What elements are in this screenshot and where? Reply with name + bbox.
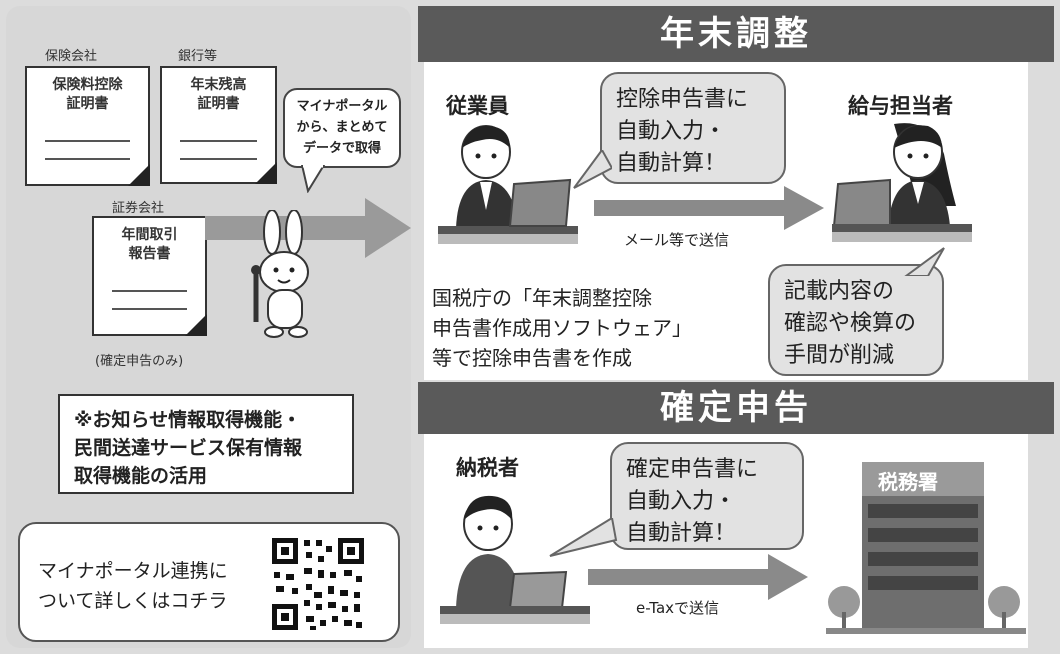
etax-send-arrow-icon bbox=[588, 554, 808, 600]
employee-at-laptop-icon bbox=[438, 125, 578, 244]
insurance-doc-title-2: 証明書 bbox=[66, 96, 109, 112]
payroll-workload-bubble: 記載内容の 確認や検算の 手間が削減 bbox=[768, 264, 944, 376]
mascot-speech-bubble: マイナポータル から、まとめて データで取得 bbox=[283, 88, 401, 168]
tr-bubble-line-3: 自動計算！ bbox=[626, 521, 737, 546]
tax-office-label: 税務署 bbox=[878, 470, 938, 494]
mascot-bubble-line-3: データで取得 bbox=[302, 141, 381, 156]
bank-label: 銀行等 bbox=[178, 49, 218, 64]
page-fold-icon bbox=[185, 314, 207, 336]
myna-portal-link-box[interactable]: マイナポータル連携に ついて詳しくはコチラ bbox=[18, 522, 400, 642]
payroll-staff-icon bbox=[832, 123, 972, 242]
link-text-line-2: ついて詳しくはコチラ bbox=[38, 590, 228, 612]
ye-desc-line-1: 国税庁の「年末調整控除 bbox=[432, 286, 652, 310]
link-text-line-1: マイナポータル連携に bbox=[38, 560, 228, 582]
securities-doc-title-1: 年間取引 bbox=[121, 227, 178, 243]
notice-line-1: ※お知らせ情報取得機能・ bbox=[74, 409, 302, 431]
securities-company-label: 証券会社 bbox=[112, 201, 165, 216]
email-send-label: メール等で送信 bbox=[624, 231, 730, 249]
payroll-staff-label: 給与担当者 bbox=[848, 94, 953, 118]
payroll-bubble-line-1: 記載内容の bbox=[784, 279, 895, 304]
securities-doc-title-2: 報告書 bbox=[128, 246, 171, 262]
notice-line-3: 取得機能の活用 bbox=[74, 465, 208, 487]
data-flow-arrow-icon bbox=[205, 198, 411, 258]
page-fold-icon bbox=[255, 162, 277, 184]
send-arrow-icon bbox=[594, 186, 824, 230]
mascot-bubble-line-2: から、まとめて bbox=[296, 120, 388, 135]
taxpayer-at-laptop-icon bbox=[440, 495, 590, 624]
insurance-doc-title-1: 保険料控除 bbox=[52, 77, 123, 93]
tax-office-building-icon bbox=[826, 462, 1026, 634]
tr-bubble-line-2: 自動入力・ bbox=[626, 489, 737, 514]
bank-doc-title-2: 証明書 bbox=[197, 96, 240, 112]
year-end-auto-input-bubble: 控除申告書に 自動入力・ 自動計算！ bbox=[600, 72, 786, 184]
insurance-company-label: 保険会社 bbox=[45, 49, 98, 64]
taxpayer-label: 納税者 bbox=[456, 456, 519, 480]
ye-bubble-line-3: 自動計算！ bbox=[616, 151, 727, 176]
ye-desc-line-3: 等で控除申告書を作成 bbox=[432, 346, 632, 370]
etax-send-label: e-Taxで送信 bbox=[636, 599, 720, 617]
myna-portal-link-text: マイナポータル連携に ついて詳しくはコチラ bbox=[38, 556, 228, 616]
ye-bubble-line-2: 自動入力・ bbox=[616, 119, 727, 144]
bank-balance-certificate-doc: 年末残高 証明書 bbox=[160, 66, 277, 184]
year-end-adjustment-title: 年末調整 bbox=[418, 6, 1054, 62]
annual-trade-report-doc: 年間取引 報告書 bbox=[92, 216, 207, 336]
tax-return-only-note: (確定申告のみ) bbox=[95, 354, 184, 369]
qr-code-icon[interactable] bbox=[270, 536, 366, 632]
tr-bubble-line-1: 確定申告書に bbox=[626, 457, 759, 482]
notice-box: ※お知らせ情報取得機能・ 民間送達サービス保有情報 取得機能の活用 bbox=[58, 394, 354, 494]
bubble-tail-icon bbox=[904, 247, 945, 276]
ye-desc-line-2: 申告書作成用ソフトウェア」 bbox=[432, 316, 692, 340]
tax-return-auto-input-bubble: 確定申告書に 自動入力・ 自動計算！ bbox=[610, 442, 804, 550]
bubble-tail-icon bbox=[549, 518, 618, 557]
employee-label: 従業員 bbox=[446, 94, 509, 118]
page-fold-icon bbox=[128, 164, 150, 186]
payroll-bubble-line-2: 確認や検算の bbox=[784, 311, 917, 336]
bank-doc-title-1: 年末残高 bbox=[190, 77, 247, 93]
payroll-bubble-line-3: 手間が削減 bbox=[784, 343, 895, 368]
ye-bubble-line-1: 控除申告書に bbox=[616, 87, 749, 112]
insurance-certificate-doc: 保険料控除 証明書 bbox=[25, 66, 150, 186]
bubble-tail-icon bbox=[300, 165, 326, 193]
bubble-tail-icon bbox=[573, 150, 612, 189]
tax-return-title: 確定申告 bbox=[418, 382, 1054, 434]
year-end-software-description: 国税庁の「年末調整控除 申告書作成用ソフトウェア」 等で控除申告書を作成 bbox=[432, 283, 692, 373]
notice-line-2: 民間送達サービス保有情報 bbox=[74, 437, 303, 459]
mascot-rabbit-icon bbox=[251, 210, 309, 338]
mascot-bubble-line-1: マイナポータル bbox=[296, 99, 388, 114]
